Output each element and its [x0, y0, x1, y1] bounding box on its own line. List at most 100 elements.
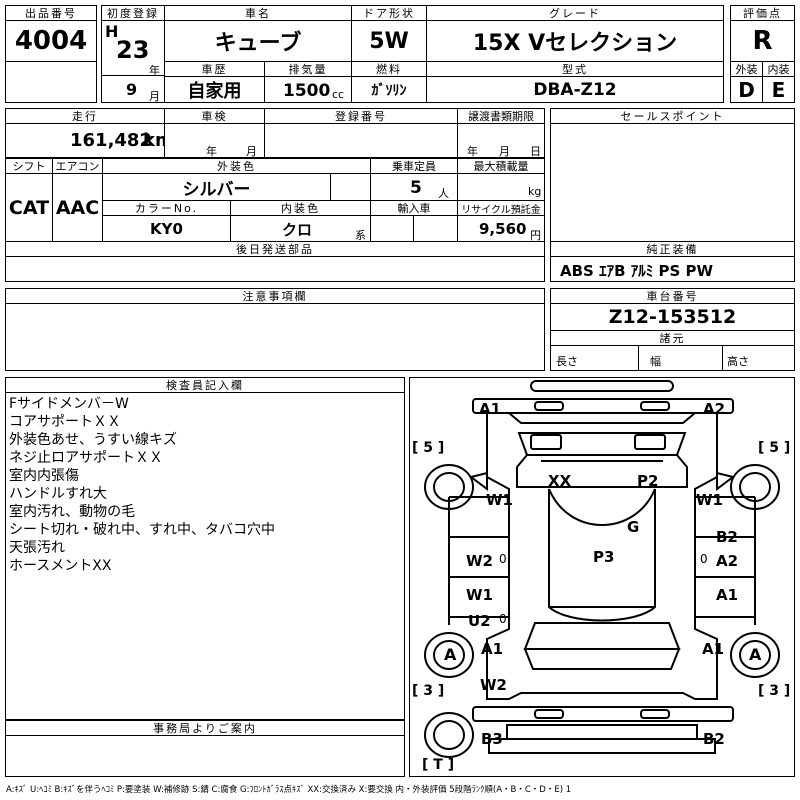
- mark-a1-left-rear: A1: [481, 640, 504, 658]
- genuine-equipment-label: 純正装備: [550, 241, 795, 257]
- door-label: ドア形状: [351, 5, 427, 21]
- fuel-box: [351, 76, 427, 103]
- persons-unit: 人: [438, 187, 449, 200]
- mark-bracket-5-right: [ 5 ]: [758, 440, 791, 456]
- yen-unit: 円: [530, 229, 541, 242]
- transfer-box: [457, 123, 545, 158]
- grade: 15X Vセレクション: [472, 31, 678, 56]
- int-color: クロ: [282, 221, 313, 239]
- mark-zero-left: 0: [499, 552, 507, 566]
- mark-w1-right: W1: [696, 491, 723, 509]
- transfer-month-unit: 月: [499, 145, 510, 158]
- mark-w2-left-rear: W2: [480, 676, 507, 694]
- interior-label: 内装: [762, 61, 795, 77]
- kei-unit: 系: [355, 229, 366, 242]
- exterior-label: 外装: [730, 61, 763, 77]
- mark-w2-left: W2: [466, 552, 493, 570]
- ac: AAC: [55, 196, 100, 219]
- history: 自家用: [187, 80, 242, 102]
- transfer-day-unit: 日: [530, 145, 541, 158]
- score: R: [752, 26, 773, 56]
- inspector-note: シート切れ・破れ中、すれ中、タバコ穴中: [9, 522, 275, 538]
- model-label: 型式: [426, 61, 724, 77]
- inspector-note: ホースメントXX: [9, 558, 112, 574]
- ext-grade-box: [730, 76, 763, 103]
- chassis-no: Z12-153512: [608, 306, 737, 328]
- model-box: [426, 76, 724, 103]
- color: シルバー: [182, 179, 251, 200]
- mark-w1-left-rear: W1: [466, 586, 493, 604]
- legend: A:ｷｽﾞ U:ﾍｺﾐ B:ｷｽﾞを伴うﾍｺﾐ P:要塗装 W:補修跡 S:錆 …: [6, 785, 572, 795]
- reg-year: 23: [116, 36, 150, 64]
- score-label: 評価点: [730, 5, 795, 21]
- inspection-label: 車検: [164, 108, 265, 124]
- mark-a1-front-left: A1: [479, 400, 502, 418]
- width-box: [638, 345, 723, 371]
- mark-a2-right: A2: [716, 552, 739, 570]
- displacement-label: 排気量: [264, 61, 352, 77]
- import-box-1: [370, 215, 414, 242]
- door: 5W: [369, 28, 409, 54]
- score-box: [730, 20, 795, 62]
- color-no-box: [102, 215, 231, 242]
- chassis-label: 車台番号: [550, 288, 795, 304]
- inspector-note: コアサポートＸＸ: [9, 414, 121, 430]
- recycle: 9,560: [479, 220, 527, 238]
- shift-label: シフト: [5, 158, 53, 174]
- inspector-box: [5, 392, 405, 720]
- color-no-label: カラーNo.: [102, 200, 231, 216]
- car-diagram: [424, 380, 780, 758]
- max-load-label: 最大積載量: [457, 158, 545, 174]
- registration-label: 登録番号: [264, 108, 458, 124]
- grade-label: グレード: [426, 5, 724, 21]
- mark-wheel-a-left: A: [444, 645, 457, 664]
- later-parts-box: [5, 256, 545, 282]
- height-label: 高さ: [727, 355, 749, 368]
- fuel-label: 燃料: [351, 61, 427, 77]
- transfer-year-unit: 年: [467, 145, 478, 158]
- mark-b3: B3: [481, 730, 503, 748]
- inspector-note: 天張汚れ: [9, 540, 65, 556]
- inspector-label: 検査員記入欄: [5, 377, 405, 393]
- inspector-note: ハンドルすれ大: [9, 486, 107, 502]
- ext-grade: D: [738, 77, 755, 102]
- spec-label: 諸元: [550, 330, 795, 346]
- inspection-year-unit: 年: [206, 145, 217, 158]
- first-reg-label: 初度登録: [101, 5, 165, 21]
- mileage-box: [5, 123, 165, 158]
- mark-a1-right: A1: [716, 586, 739, 604]
- model: DBA-Z12: [533, 79, 617, 100]
- later-parts-label: 後日発送部品: [5, 241, 545, 257]
- import-label: 輸入車: [370, 200, 458, 216]
- color-label: 外装色: [102, 158, 371, 174]
- office-box: [5, 735, 405, 777]
- mark-u2: U2: [468, 612, 491, 630]
- ac-box: [52, 173, 103, 242]
- first-reg-box: [101, 20, 165, 76]
- mark-w1-left: W1: [486, 491, 513, 509]
- mark-b2-rear: B2: [703, 730, 725, 748]
- lot-no-box: [5, 20, 97, 62]
- int-grade-box: [762, 76, 795, 103]
- year-unit: 年: [149, 64, 160, 77]
- color-box: [102, 173, 331, 201]
- import-box-2: [413, 215, 458, 242]
- width-label: 幅: [650, 355, 661, 368]
- mark-zero-left-rear: 0: [499, 612, 507, 626]
- genuine-equipment-box: [550, 256, 795, 282]
- inspector-notes: Fサイドメンバ－W コアサポートＸＸ 外装色あせ、うすい線キズ ネジ止ロアサポー…: [9, 395, 401, 575]
- mileage: 161,482: [70, 130, 152, 151]
- mark-bracket-3-left: [ 3 ]: [412, 683, 445, 699]
- transfer-label: 譲渡書類期限: [457, 108, 545, 124]
- inspector-note: 外装色あせ、うすい線キズ: [9, 432, 177, 448]
- mark-a2-front-right: A2: [703, 400, 726, 418]
- mark-p3: P3: [593, 548, 615, 566]
- history-label: 車歴: [164, 61, 265, 77]
- era: H: [105, 22, 119, 41]
- office-label: 事務局よりご案内: [5, 720, 405, 736]
- mileage-label: 走行: [5, 108, 165, 124]
- fuel: ｶﾞｿﾘﾝ: [371, 82, 407, 99]
- shift: CAT: [8, 196, 50, 219]
- genuine-equipment: ABS ｴｱB ｱﾙﾐ PS PW: [560, 262, 714, 280]
- mark-zero-right: 0: [700, 552, 708, 566]
